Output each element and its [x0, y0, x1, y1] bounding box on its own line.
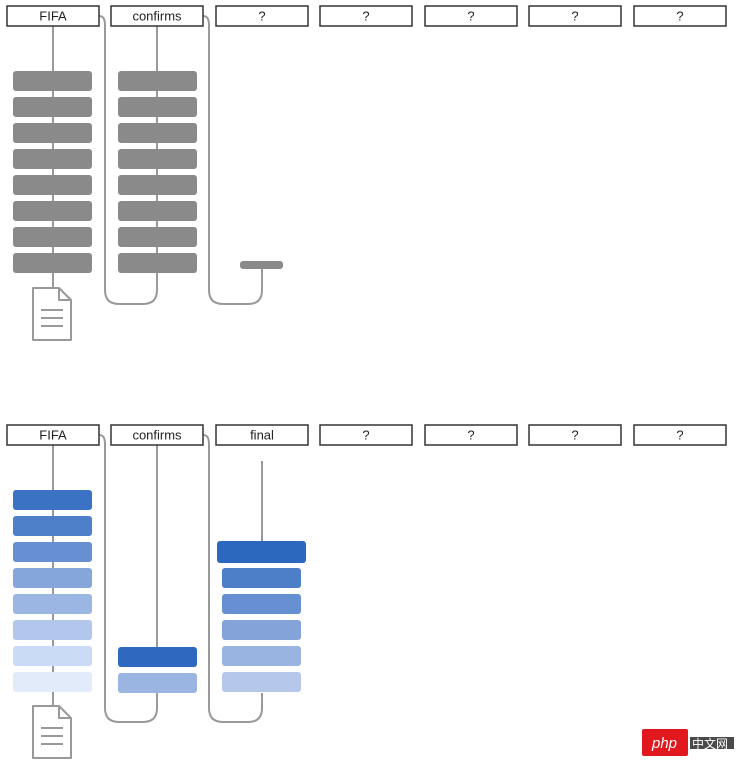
attention-block — [118, 175, 197, 195]
watermark-badge — [642, 729, 688, 756]
panel-bottom: FIFA confirms final???? — [6, 424, 727, 759]
attention-block — [118, 97, 197, 117]
bottom-blocks — [13, 490, 306, 693]
token-box-frame — [633, 424, 727, 446]
token-box: ? — [633, 424, 727, 446]
token-label: ? — [467, 428, 474, 443]
attention-block — [13, 672, 92, 692]
bottom-token-row: FIFA confirms final???? — [6, 424, 727, 446]
token-box-frame — [110, 5, 204, 27]
token-box: ? — [528, 424, 622, 446]
document-icon-fold — [58, 706, 71, 719]
token-box: FIFA — [6, 424, 100, 446]
token-box-frame — [528, 424, 622, 446]
attention-block — [13, 568, 92, 588]
attention-block — [13, 123, 92, 143]
token-label: ? — [571, 428, 578, 443]
token-label: ? — [467, 9, 474, 24]
attention-block — [13, 149, 92, 169]
attention-block — [13, 594, 92, 614]
document-icon — [32, 705, 72, 759]
token-label: ? — [362, 9, 369, 24]
attention-block — [13, 490, 92, 510]
attention-block — [222, 620, 301, 640]
watermark-text: php — [651, 735, 677, 752]
attention-block — [13, 97, 92, 117]
connector-path — [98, 434, 158, 723]
token-label: FIFA — [39, 428, 67, 443]
token-box-frame — [424, 5, 518, 27]
attention-block — [222, 568, 301, 588]
attention-block — [118, 149, 197, 169]
token-box: ? — [319, 5, 413, 27]
token-box: ? — [424, 424, 518, 446]
token-box: final — [215, 424, 309, 446]
attention-block — [118, 201, 197, 221]
attention-block — [118, 227, 197, 247]
token-label: ? — [676, 428, 683, 443]
token-box: ? — [215, 5, 309, 27]
token-box: FIFA — [6, 5, 100, 27]
top-blocks — [13, 71, 283, 273]
token-label: ? — [362, 428, 369, 443]
attention-block — [222, 646, 301, 666]
attention-block — [222, 672, 301, 692]
watermark-suffix-bg — [690, 737, 734, 749]
token-box-frame — [633, 5, 727, 27]
token-box: ? — [528, 5, 622, 27]
attention-block — [13, 227, 92, 247]
attention-block — [13, 253, 92, 273]
token-box: confirms — [110, 424, 204, 446]
token-label: confirms — [132, 428, 182, 443]
token-box-frame — [6, 424, 100, 446]
attention-block — [222, 594, 301, 614]
token-box-frame — [424, 424, 518, 446]
attention-block — [13, 620, 92, 640]
token-label: confirms — [132, 9, 182, 24]
attention-block — [118, 253, 197, 273]
token-label: FIFA — [39, 9, 67, 24]
token-box-frame — [319, 5, 413, 27]
attention-block — [13, 646, 92, 666]
token-box-frame — [215, 424, 309, 446]
attention-block — [13, 71, 92, 91]
token-box-frame — [319, 424, 413, 446]
php-watermark: php 中文网 — [642, 729, 734, 756]
attention-block — [13, 542, 92, 562]
token-box-frame — [110, 424, 204, 446]
token-box: ? — [319, 424, 413, 446]
watermark-suffix: 中文网 — [692, 736, 728, 751]
token-box: ? — [633, 5, 727, 27]
top-token-row: FIFA confirms????? — [6, 5, 727, 27]
token-label: ? — [258, 9, 265, 24]
attention-block — [118, 123, 197, 143]
token-label: final — [250, 428, 274, 443]
attention-block — [240, 261, 283, 269]
token-label: ? — [571, 9, 578, 24]
attention-block — [13, 201, 92, 221]
attention-block — [118, 71, 197, 91]
connector-path — [202, 15, 263, 305]
token-box: confirms — [110, 5, 204, 27]
token-label: ? — [676, 9, 683, 24]
document-icon-outline — [32, 705, 72, 759]
connector-path — [98, 15, 158, 305]
attention-block — [217, 541, 306, 563]
attention-block — [118, 647, 197, 667]
token-box-frame — [528, 5, 622, 27]
token-box: ? — [424, 5, 518, 27]
document-icon — [32, 287, 72, 341]
attention-block — [118, 673, 197, 693]
document-icon-outline — [32, 287, 72, 341]
panel-top: FIFA confirms????? — [6, 5, 727, 341]
attention-block — [13, 175, 92, 195]
token-box-frame — [215, 5, 309, 27]
attention-block — [13, 516, 92, 536]
document-icon-fold — [58, 288, 71, 301]
connector-path — [202, 434, 263, 723]
token-box-frame — [6, 5, 100, 27]
